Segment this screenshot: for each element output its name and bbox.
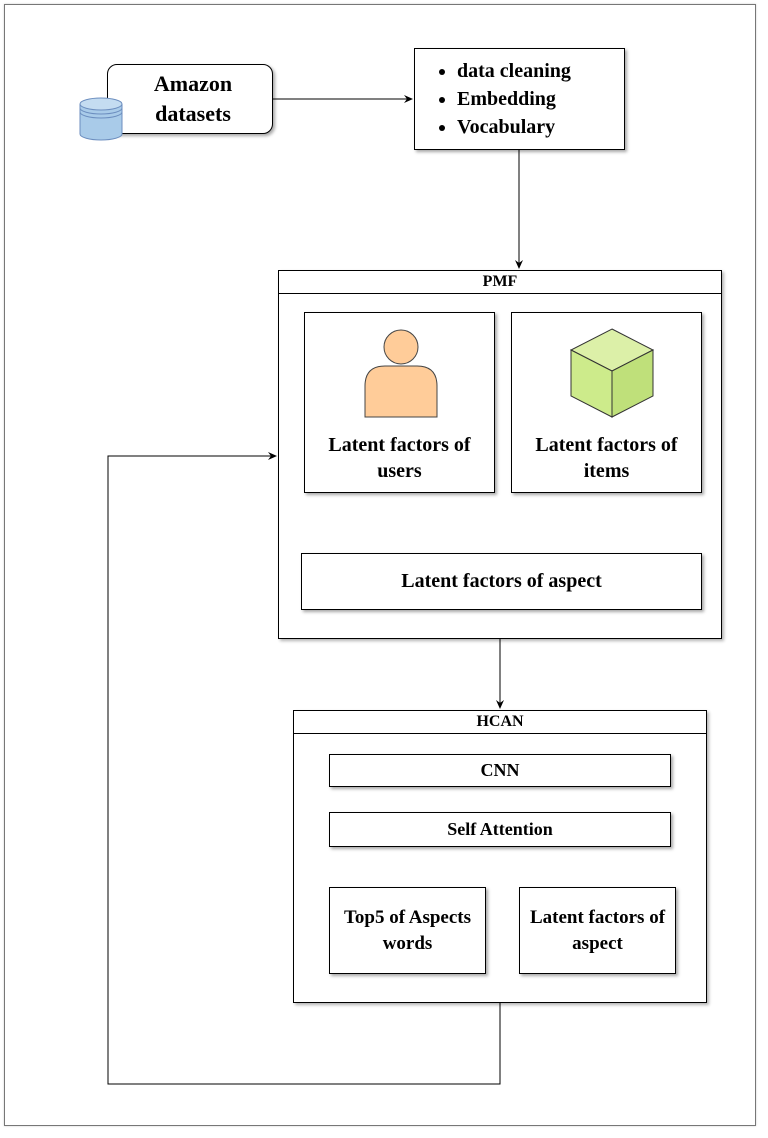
amazon-datasets-label: Amazon datasets bbox=[153, 71, 233, 126]
latent-items-box: Latent factors of items bbox=[511, 312, 702, 493]
amazon-datasets-box: Amazon datasets bbox=[107, 64, 273, 134]
latent-users-label: Latent factors of users bbox=[328, 434, 471, 482]
hcan-latent-aspect-label: Latent factors of aspect bbox=[529, 906, 666, 954]
hcan-title: HCAN bbox=[294, 711, 706, 734]
top5-aspects-box: Top5 of Aspects words bbox=[329, 887, 486, 974]
cnn-label: CNN bbox=[480, 760, 520, 780]
self-attention-label: Self Attention bbox=[447, 819, 553, 839]
top5-aspects-label: Top5 of Aspects words bbox=[343, 906, 472, 954]
preprocessing-item: data cleaning bbox=[457, 57, 571, 85]
user-person-icon bbox=[364, 329, 438, 418]
cnn-box: CNN bbox=[329, 754, 671, 787]
feedback-loop-hcan-to-pmf bbox=[107, 452, 501, 1085]
pmf-title: PMF bbox=[279, 271, 721, 294]
latent-items-label: Latent factors of items bbox=[535, 434, 678, 482]
preprocessing-item: Embedding bbox=[457, 85, 571, 113]
self-attention-box: Self Attention bbox=[329, 812, 671, 847]
preprocessing-list: data cleaning Embedding Vocabulary bbox=[415, 57, 571, 141]
database-cylinder-icon bbox=[79, 97, 123, 141]
preprocessing-item: Vocabulary bbox=[457, 113, 571, 141]
diagram-frame bbox=[4, 4, 756, 1126]
preprocessing-box: data cleaning Embedding Vocabulary bbox=[414, 48, 625, 150]
cube-icon bbox=[569, 328, 655, 418]
latent-aspect-label: Latent factors of aspect bbox=[401, 570, 602, 592]
hcan-latent-aspect-box: Latent factors of aspect bbox=[519, 887, 676, 974]
latent-aspect-box: Latent factors of aspect bbox=[301, 553, 702, 610]
